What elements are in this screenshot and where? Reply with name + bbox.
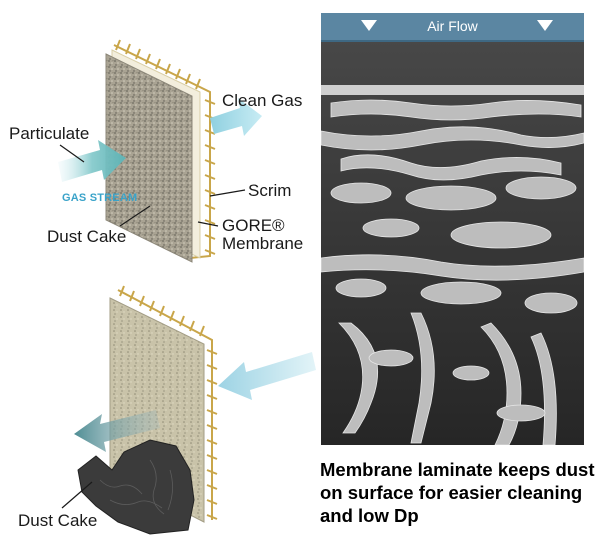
dust-cake-leader-line	[119, 205, 151, 227]
particulate-leader-line	[59, 144, 85, 163]
clean-gas-arrow	[210, 98, 262, 136]
sem-micrograph-panel: Air Flow	[321, 13, 584, 445]
air-flow-bar: Air Flow	[321, 13, 584, 42]
top-filter-diagram	[58, 39, 262, 263]
sem-fiber-image	[321, 13, 584, 445]
backflow-arrow	[74, 410, 160, 452]
falling-dust-cake	[77, 439, 195, 535]
cleaning-pulse-arrow	[218, 352, 316, 400]
bottom-filter-diagram	[61, 285, 316, 535]
arrow-down-icon-left	[361, 20, 377, 31]
caption-text: Membrane laminate keeps dust on surface …	[320, 459, 595, 526]
scrim-label: Scrim	[248, 181, 292, 200]
dust-cake-label-top: Dust Cake	[47, 227, 127, 246]
scrim-mesh-bottom	[117, 285, 218, 520]
gas-stream-label: GAS STREAM	[62, 192, 138, 204]
dust-cake-label-bottom: Dust Cake	[18, 511, 98, 530]
scrim-leader-line	[209, 189, 246, 197]
air-flow-label: Air Flow	[427, 18, 478, 34]
clean-gas-label: Clean Gas	[222, 91, 303, 110]
gore-membrane-label-line1: GORE®	[222, 216, 285, 235]
arrow-down-icon-right	[537, 20, 553, 31]
gore-membrane-label-line2: Membrane	[222, 234, 304, 253]
membrane-leader-line	[197, 221, 219, 227]
dust-cake-leader-line-bottom	[61, 481, 93, 509]
gas-stream-arrow	[58, 140, 126, 182]
particulate-label: Particulate	[9, 124, 90, 143]
